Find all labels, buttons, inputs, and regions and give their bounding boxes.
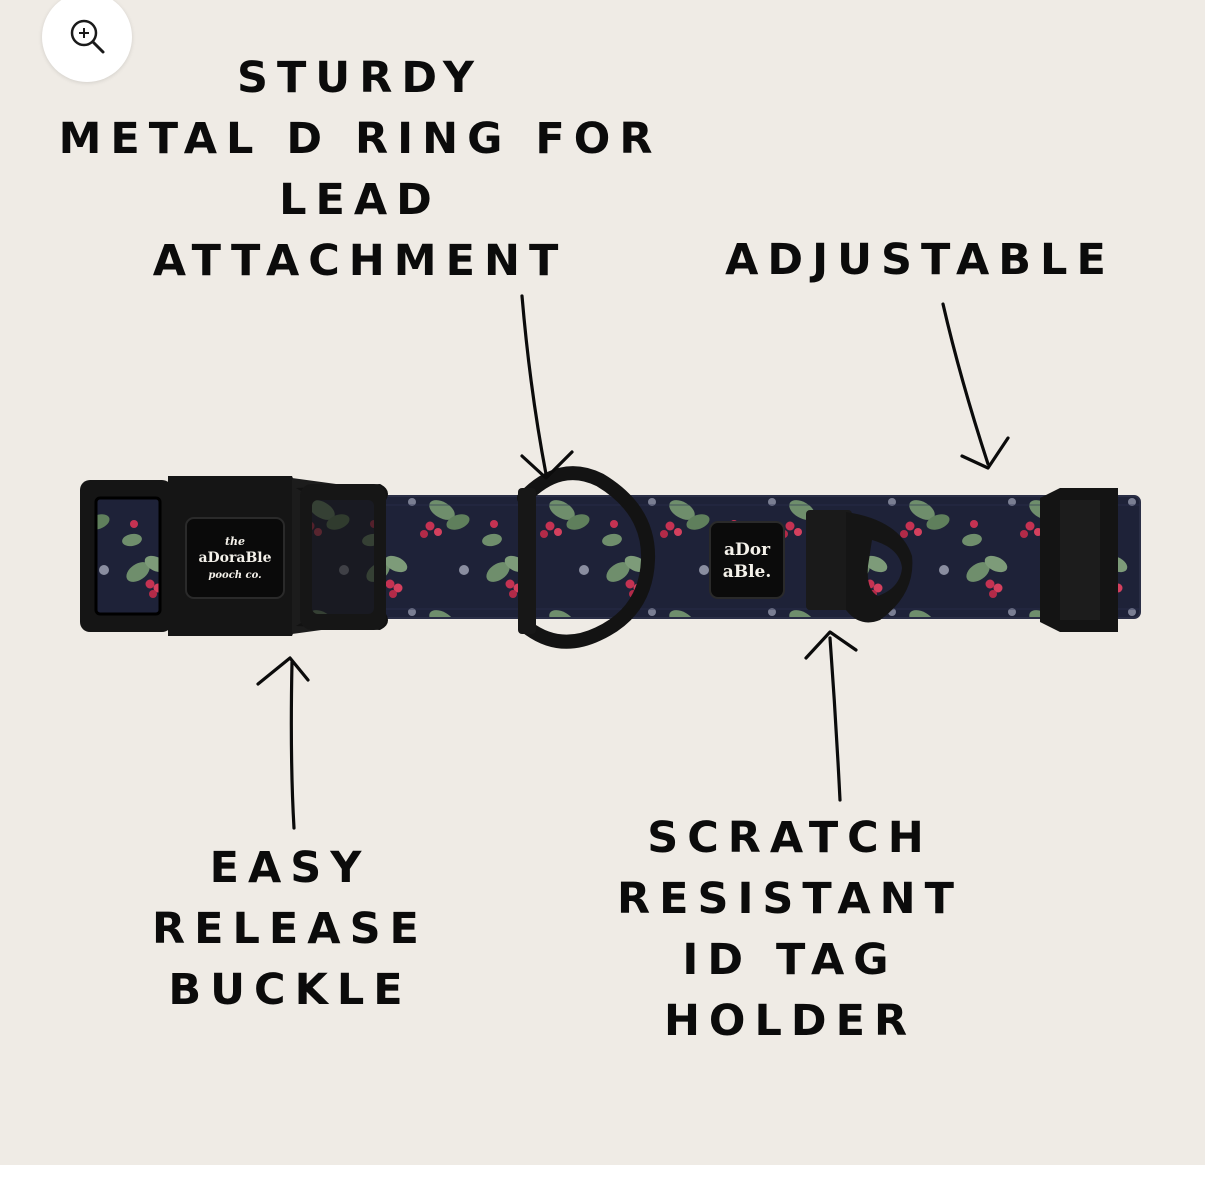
zoom-in-icon: [70, 19, 105, 54]
label-d-ring-line: LEAD: [279, 175, 441, 225]
buckle-badge-logo: aDoraBle: [198, 550, 271, 566]
buckle-badge-bottom: pooch co.: [208, 570, 261, 581]
label-tag-holder-line: ID TAG: [682, 935, 898, 985]
label-d-ring: STURDY METAL D RING FOR LEAD ATTACHMENT: [50, 48, 670, 292]
label-tag-holder-line: HOLDER: [663, 996, 917, 1046]
label-d-ring-line: STURDY: [236, 53, 484, 103]
label-buckle-line: EASY: [209, 843, 371, 893]
label-adjustable: ADJUSTABLE: [710, 230, 1130, 291]
webbing-badge-line2: aBle.: [723, 562, 772, 582]
arrow-adjustable: [941, 302, 990, 466]
label-buckle-line: RELEASE: [152, 904, 428, 954]
arrow-buckle: [289, 660, 296, 830]
label-buckle: EASY RELEASE BUCKLE: [140, 838, 440, 1021]
label-tag-holder: SCRATCH RESISTANT ID TAG HOLDER: [600, 808, 980, 1052]
zoom-button[interactable]: [42, 0, 132, 82]
label-buckle-line: BUCKLE: [168, 965, 412, 1015]
label-tag-holder-line: SCRATCH: [647, 813, 933, 863]
arrow-d-ring: [520, 294, 548, 476]
label-d-ring-line: ATTACHMENT: [152, 236, 568, 286]
buckle-badge-top: the: [225, 535, 245, 548]
label-adjustable-line: ADJUSTABLE: [725, 235, 1115, 285]
label-tag-holder-line: RESISTANT: [616, 874, 963, 924]
arrow-tag-holder: [828, 636, 842, 802]
label-d-ring-line: METAL D RING FOR: [58, 114, 662, 164]
webbing-badge-line1: aDor: [724, 540, 771, 560]
